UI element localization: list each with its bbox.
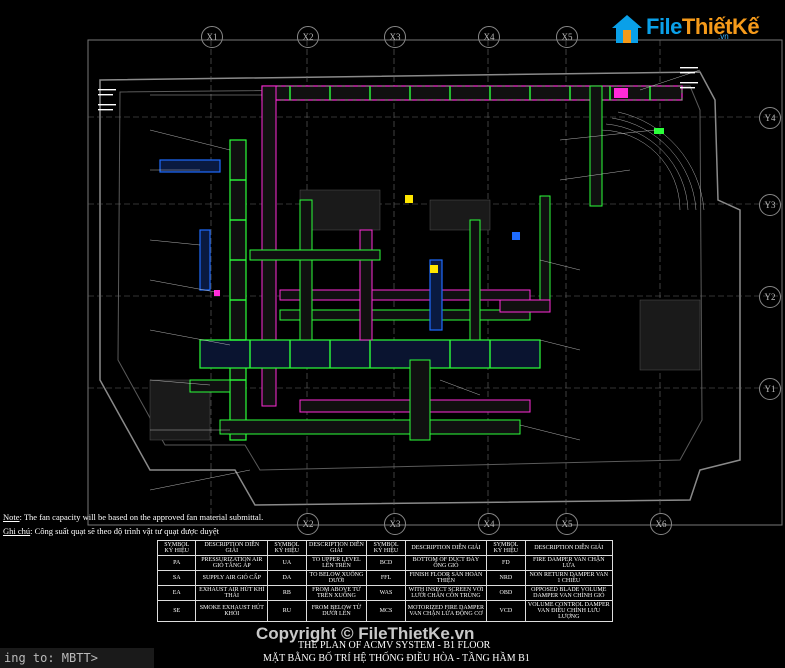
grid-bubble-top-x3: X3 (384, 26, 406, 48)
legend-cell: FD (486, 555, 526, 571)
legend-cell: FROM ABOVE TỪ TRÊN XUỐNG (305, 585, 368, 601)
leader-lines (149, 69, 701, 491)
legend-header-cell: DESCRIPTION DIỄN GIẢI (524, 540, 614, 556)
curved-stair (599, 111, 705, 211)
legend-cell: SMOKE EXHAUST HÚT KHÓI (195, 600, 269, 622)
grid-bubble-bottom-x3: X3 (384, 513, 406, 535)
house-logo-icon (612, 15, 642, 43)
grid-bubble-y2: Y2 (759, 286, 781, 308)
legend-cell: DA (267, 570, 307, 586)
legend-cell: PA (156, 555, 197, 571)
legend-cell: RU (267, 600, 307, 622)
grid-bubble-top-x4: X4 (478, 26, 500, 48)
legend-header-cell: DESCRIPTION DIỄN GIẢI (195, 540, 269, 556)
legend-cell: UA (267, 555, 307, 571)
filethietke-logo: FileThiếtKế .vn (610, 6, 760, 48)
legend-cell: FIRE DAMPER VAN CHẶN LỬA (524, 555, 614, 571)
legend-cell: BCD (366, 555, 406, 571)
legend-cell: OBD (486, 585, 526, 601)
legend-cell: EA (156, 585, 197, 601)
legend-header-cell: SYMBOL KÝ HIỆU (156, 540, 197, 556)
fan-capacity-note-vi: Ghi chú: Công suất quạt sẽ theo độ trình… (3, 526, 220, 536)
building-inner-wall (117, 85, 703, 471)
fan-units (214, 88, 664, 296)
grid-bubble-bottom-x6: X6 (650, 513, 672, 535)
legend-cell: WAS (366, 585, 406, 601)
legend-cell: NRD (486, 570, 526, 586)
grid-bubble-bottom-x5: X5 (556, 513, 578, 535)
legend-cell: WITH INSECT SCREEN VỚI LƯỚI CHẮN CÔN TRÙ… (404, 585, 488, 601)
legend-cell: FROM BELOW TỪ DƯỚI LÊN (305, 600, 368, 622)
legend-cell: SUPPLY AIR GIÓ CẤP (195, 570, 269, 586)
grid-bubble-top-x5: X5 (556, 26, 578, 48)
hatched-zones (149, 189, 701, 441)
legend-cell: VCD (486, 600, 526, 622)
legend-cell: RB (267, 585, 307, 601)
legend-cell: TO UPPER LEVEL LÊN TRÊN (305, 555, 368, 571)
drawing-title-en: THE PLAN OF ACMV SYSTEM - B1 FLOOR (298, 640, 491, 651)
legend-cell: OPPOSED BLADE VOLUME DAMPER VAN CHỈNH GI… (524, 585, 614, 601)
grid-bubble-bottom-x2: X2 (297, 513, 319, 535)
legend-cell: SE (156, 600, 197, 622)
legend-cell: EXHAUST AIR HÚT KHÍ THẢI (195, 585, 269, 601)
drawing-frame (87, 39, 783, 526)
duct-tag-cluster-left: ▬▬▬▬▬▬▬▬▬▬▬▬▬▬▬▬▬▬▬▬▬▬ (98, 87, 117, 113)
grid-bubble-y4: Y4 (759, 107, 781, 129)
legend-cell: VOLUME CONTROL DAMPER VAN ĐIỀU CHỈNH LƯU… (524, 600, 614, 622)
legend-header-cell: SYMBOL KÝ HIỆU (267, 540, 307, 556)
drawing-title-vi: MẶT BẰNG BỐ TRÍ HỆ THỐNG ĐIỀU HÒA - TẦNG… (263, 653, 530, 664)
diffuser-markers (230, 86, 651, 381)
legend-header-cell: SYMBOL KÝ HIỆU (366, 540, 406, 556)
legend-cell: SA (156, 570, 197, 586)
legend-cell: TO BELOW XUỐNG DƯỚI (305, 570, 368, 586)
grid-bubble-top-x2: X2 (297, 26, 319, 48)
grid-bubble-top-x1: X1 (201, 26, 223, 48)
legend-cell: FINISH FLOOR SÀN HOÀN THIỆN (404, 570, 488, 586)
legend-header-row: SYMBOL KÝ HIỆU DESCRIPTION DIỄN GIẢI SYM… (156, 540, 614, 556)
grid-bubble-y3: Y3 (759, 194, 781, 216)
copyright-watermark: Copyright © FileThietKe.vn (256, 624, 475, 643)
grid-bubble-bottom-x4: X4 (478, 513, 500, 535)
logo-wordmark: FileThiếtKế (646, 14, 760, 39)
legend-cell: FFL (366, 570, 406, 586)
fan-capacity-note: Note: The fan capacity will be based on … (3, 512, 264, 522)
symbol-legend-table: SYMBOL KÝ HIỆU DESCRIPTION DIỄN GIẢI SYM… (156, 540, 614, 622)
legend-cell: MCS (366, 600, 406, 622)
legend-header-cell: DESCRIPTION DIỄN GIẢI (404, 540, 488, 556)
duct-tag-cluster-right: ▬▬▬▬▬▬▬▬▬▬▬▬▬▬▬▬▬▬▬▬▬▬ (680, 65, 699, 91)
building-outline (99, 71, 741, 506)
legend-cell: PRESSURIZATION AIR GIÓ TĂNG ÁP (195, 555, 269, 571)
legend-header-cell: SYMBOL KÝ HIỆU (486, 540, 526, 556)
logo-domain: .vn (718, 32, 729, 41)
legend-header-cell: DESCRIPTION DIỄN GIẢI (305, 540, 368, 556)
command-line-prompt[interactable]: ing to: MBTT> (0, 648, 154, 668)
legend-cell: NON RETURN DAMPER VAN 1 CHIỀU (524, 570, 614, 586)
legend-cell: BOTTOM OF DUCT ĐÁY ỐNG GIÓ (404, 555, 488, 571)
legend-cell: MOTORIZED FIRE DAMPER VAN CHẶN LỬA ĐỘNG … (404, 600, 488, 622)
grid-bubble-y1: Y1 (759, 378, 781, 400)
